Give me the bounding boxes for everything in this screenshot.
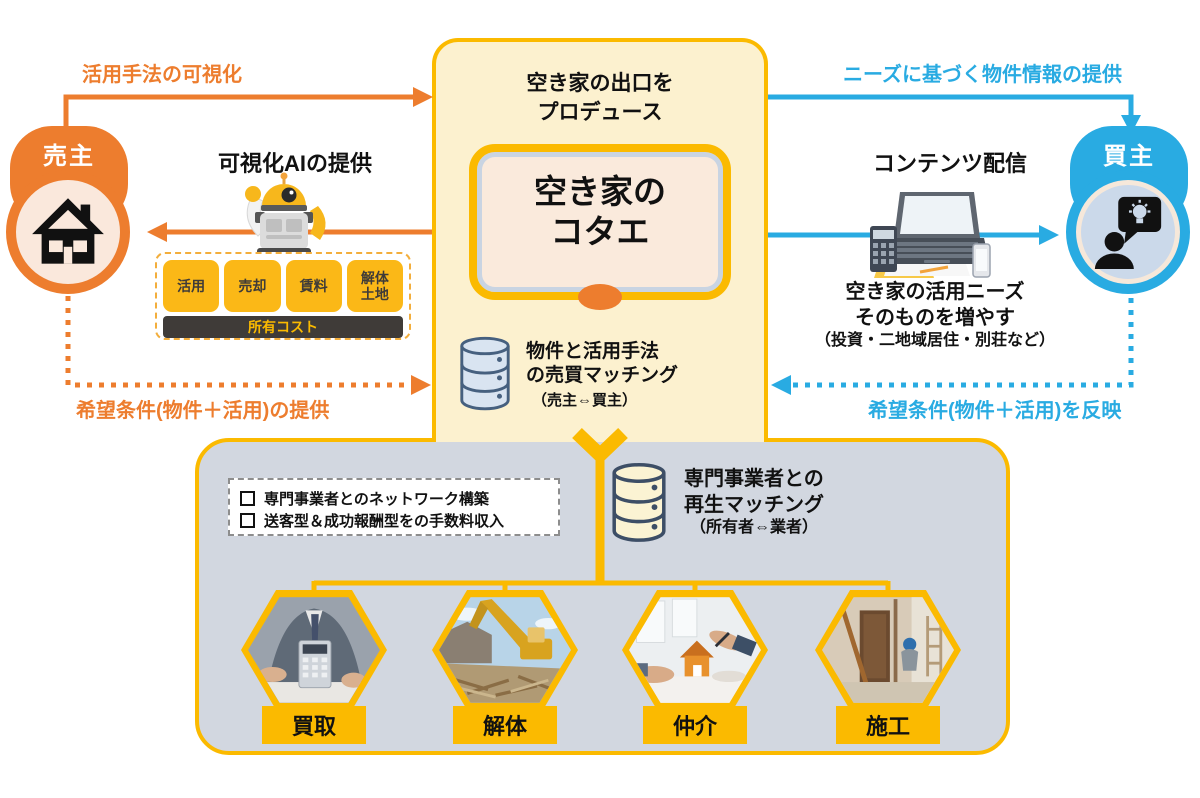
- matching-line2: の売買マッチング: [526, 365, 679, 387]
- bullet-fee-label: 送客型＆成功報酬型をの手数料収入: [264, 512, 505, 530]
- business-model-card: 専門事業者とのネットワーク構築 送客型＆成功報酬型をの手数料収入: [228, 478, 560, 536]
- hexagon-label-kaitai: 解体: [453, 706, 557, 744]
- tablet-brand-frame: 空き家の コタエ: [469, 143, 731, 310]
- hexagon-sekou: [815, 590, 961, 710]
- partner-matching-line1: 専門事業者との: [684, 468, 824, 490]
- sell-buy-matching: 物件と活用手法 の売買マッチング （売主⇔買主）: [456, 336, 764, 414]
- sekou-photo: [822, 597, 954, 703]
- person-idea-icon: [1089, 193, 1167, 271]
- needs-line1: 空き家の活用ニーズ: [845, 281, 1025, 303]
- center-title-line2: プロデュース: [537, 100, 663, 124]
- hexagon-label-chukai: 仲介: [643, 706, 747, 744]
- option-katsuyou: 活用: [163, 260, 220, 312]
- chukai-photo: [629, 597, 761, 703]
- partner-matching-sub: （所有者⇔業者）: [690, 519, 819, 536]
- kaitai-photo: [439, 597, 571, 703]
- seller-top-arrow-label: 活用手法の可視化: [82, 64, 242, 86]
- needs-line3: （投資・二地域居住・別荘など）: [814, 332, 1055, 350]
- seller-badge-label: 売主: [43, 143, 95, 170]
- matching-line1: 物件と活用手法: [526, 340, 660, 362]
- ai-heading: 可視化AIの提供: [217, 151, 372, 176]
- bullet-network-label: 専門事業者とのネットワーク構築: [264, 490, 489, 508]
- checkbox-icon: [240, 512, 255, 528]
- partner-matching-line2: 再生マッチング: [684, 494, 824, 516]
- partner-matching-text: 専門事業者との 再生マッチング （所有者⇔業者）: [684, 466, 824, 539]
- content-heading: コンテンツ配信: [872, 151, 1027, 176]
- checkbox-icon: [240, 490, 255, 506]
- buyer-avatar: [1066, 170, 1190, 294]
- seller-avatar: [6, 170, 130, 294]
- center-title-line1: 空き家の出口を: [526, 72, 674, 95]
- hexagon-label-kaitori: 買取: [262, 706, 366, 744]
- database-icon: [456, 336, 514, 414]
- seller-bottom-arrow-label: 希望条件(物件＋活用)の提供: [76, 400, 330, 422]
- center-product-panel: 空き家の出口を プロデュース 空き家の コタエ 物件と活用手法: [432, 38, 768, 442]
- bullet-network: 専門事業者とのネットワーク構築: [240, 487, 548, 509]
- brand-line1: 空き家の: [534, 172, 666, 210]
- needs-line2: そのものを増やす: [855, 306, 1015, 329]
- buyer-badge-label: 買主: [1103, 143, 1155, 170]
- house-icon: [30, 196, 106, 268]
- option-kaitai-tochi: 解体 土地: [346, 260, 403, 312]
- hexagon-label-sekou: 施工: [836, 706, 940, 744]
- buyer-top-arrow-label: ニーズに基づく物件情報の提供: [843, 64, 1122, 86]
- option-chinryou: 賃料: [285, 260, 342, 312]
- tablet-home-button: [578, 283, 622, 310]
- buyer-needs-text: 空き家の活用ニーズ そのものを増やす （投資・二地域居住・別荘など）: [785, 280, 1085, 352]
- hexagon-chukai: [622, 590, 768, 710]
- kaitori-photo: [248, 597, 380, 703]
- bullet-fee: 送客型＆成功報酬型をの手数料収入: [240, 509, 548, 531]
- center-panel-title: 空き家の出口を プロデュース: [436, 70, 764, 128]
- hexagon-kaitori: [241, 590, 387, 710]
- brand-line2: コタエ: [550, 213, 650, 251]
- ownership-cost-bar: 所有コスト: [163, 316, 403, 338]
- robot-icon: [228, 172, 340, 264]
- hexagon-kaitai: [432, 590, 578, 710]
- brand-name: 空き家の コタエ: [477, 172, 723, 253]
- ai-options-box: 活用 売却 賃料 解体 土地 所有コスト: [155, 252, 411, 340]
- option-baikyaku: 売却: [224, 260, 281, 312]
- laptop-devices-icon: [862, 186, 992, 281]
- partner-database-icon: [608, 462, 670, 546]
- buyer-bottom-arrow-label: 希望条件(物件＋活用)を反映: [868, 400, 1122, 422]
- matching-sub: （売主⇔買主）: [532, 392, 638, 410]
